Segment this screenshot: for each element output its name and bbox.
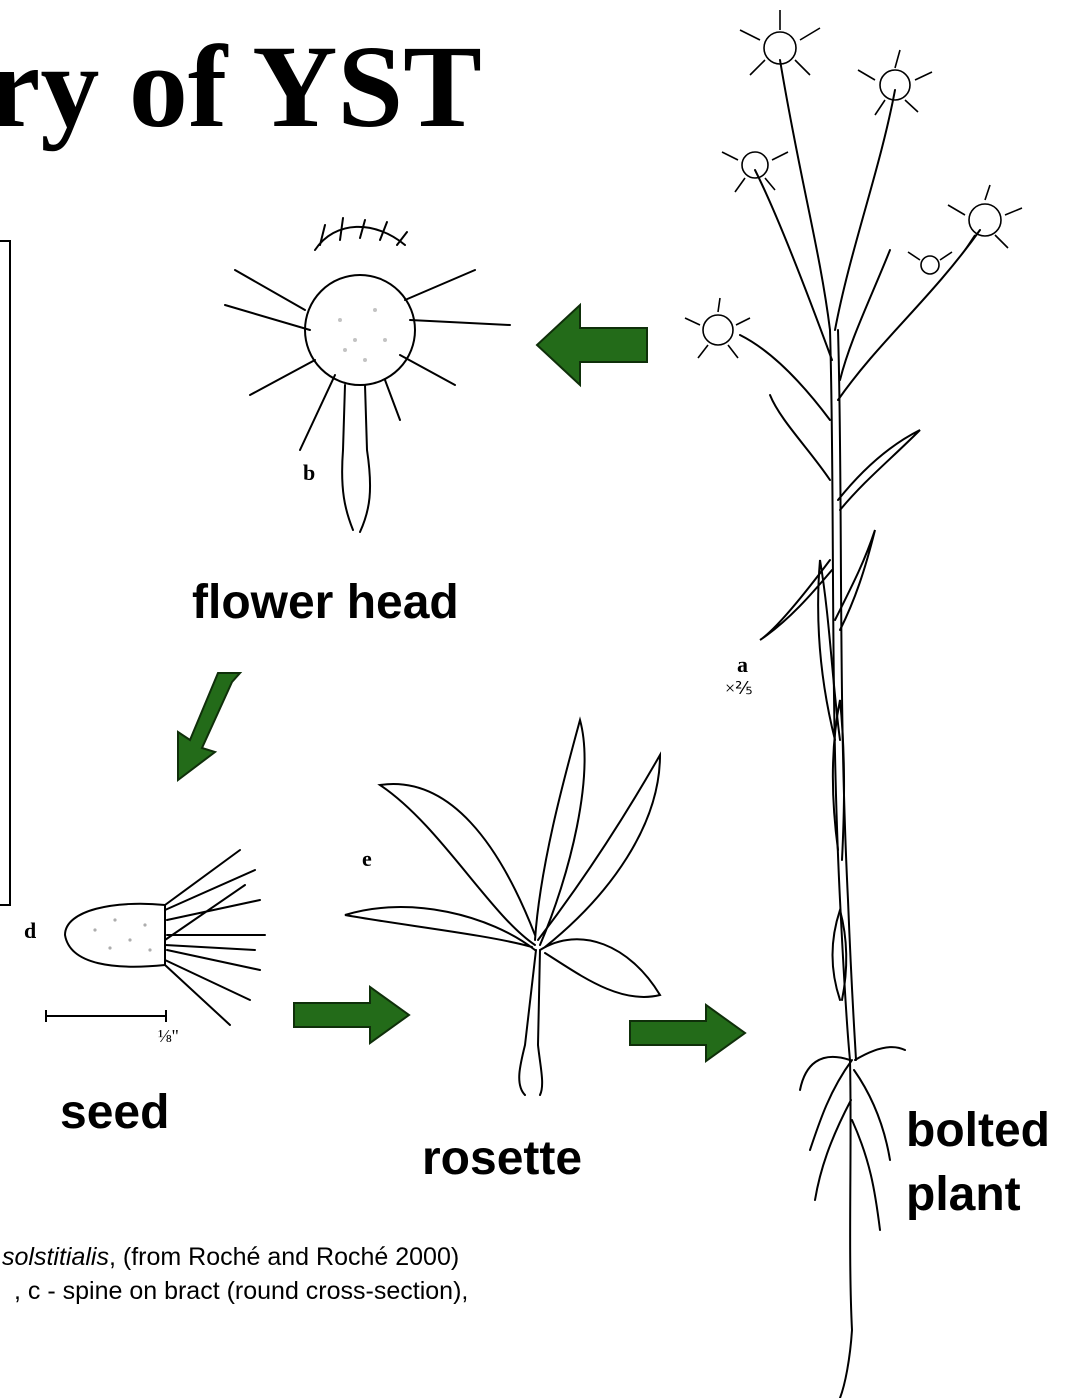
arrow-icon xyxy=(294,987,409,1043)
arrow-icon xyxy=(630,1005,745,1061)
frame-bottom-edge xyxy=(0,904,11,906)
figure-letter-e: e xyxy=(362,846,372,872)
figure-letter-d: d xyxy=(24,918,36,944)
label-bolted-plant-line2: plant xyxy=(906,1170,1021,1220)
caption-source: , (from Roché and Roché 2000) xyxy=(109,1243,459,1271)
plant-scale-label: ×⅖ xyxy=(725,678,753,699)
label-bolted-plant-line1: bolted xyxy=(906,1106,1050,1156)
label-rosette: rosette xyxy=(422,1134,582,1184)
caption-line-1: solstitialis, (from Roché and Roché 2000… xyxy=(0,1240,468,1274)
figure-letter-a: a xyxy=(737,652,748,678)
seed-scale-label: ⅛" xyxy=(158,1026,179,1047)
figure-caption: solstitialis, (from Roché and Roché 2000… xyxy=(0,1240,468,1308)
frame-left-edge xyxy=(9,240,11,905)
caption-line-2: , c - spine on bract (round cross-sectio… xyxy=(0,1274,468,1308)
arrow-icon xyxy=(537,305,647,385)
flower-head-illustration xyxy=(225,210,525,540)
arrow-plant-to-flower xyxy=(535,300,650,390)
label-flower-head: flower head xyxy=(192,578,459,628)
caption-species-italic: solstitialis xyxy=(2,1243,109,1271)
arrow-seed-to-rosette xyxy=(292,985,412,1045)
arrow-icon xyxy=(178,673,240,780)
arrow-rosette-to-plant xyxy=(628,1003,748,1063)
figure-letter-b: b xyxy=(303,460,315,486)
arrow-flower-to-seed xyxy=(170,670,250,785)
label-seed: seed xyxy=(60,1088,169,1138)
slide-title: ry of YST xyxy=(0,28,482,146)
seed-scale-bar xyxy=(44,1008,169,1028)
